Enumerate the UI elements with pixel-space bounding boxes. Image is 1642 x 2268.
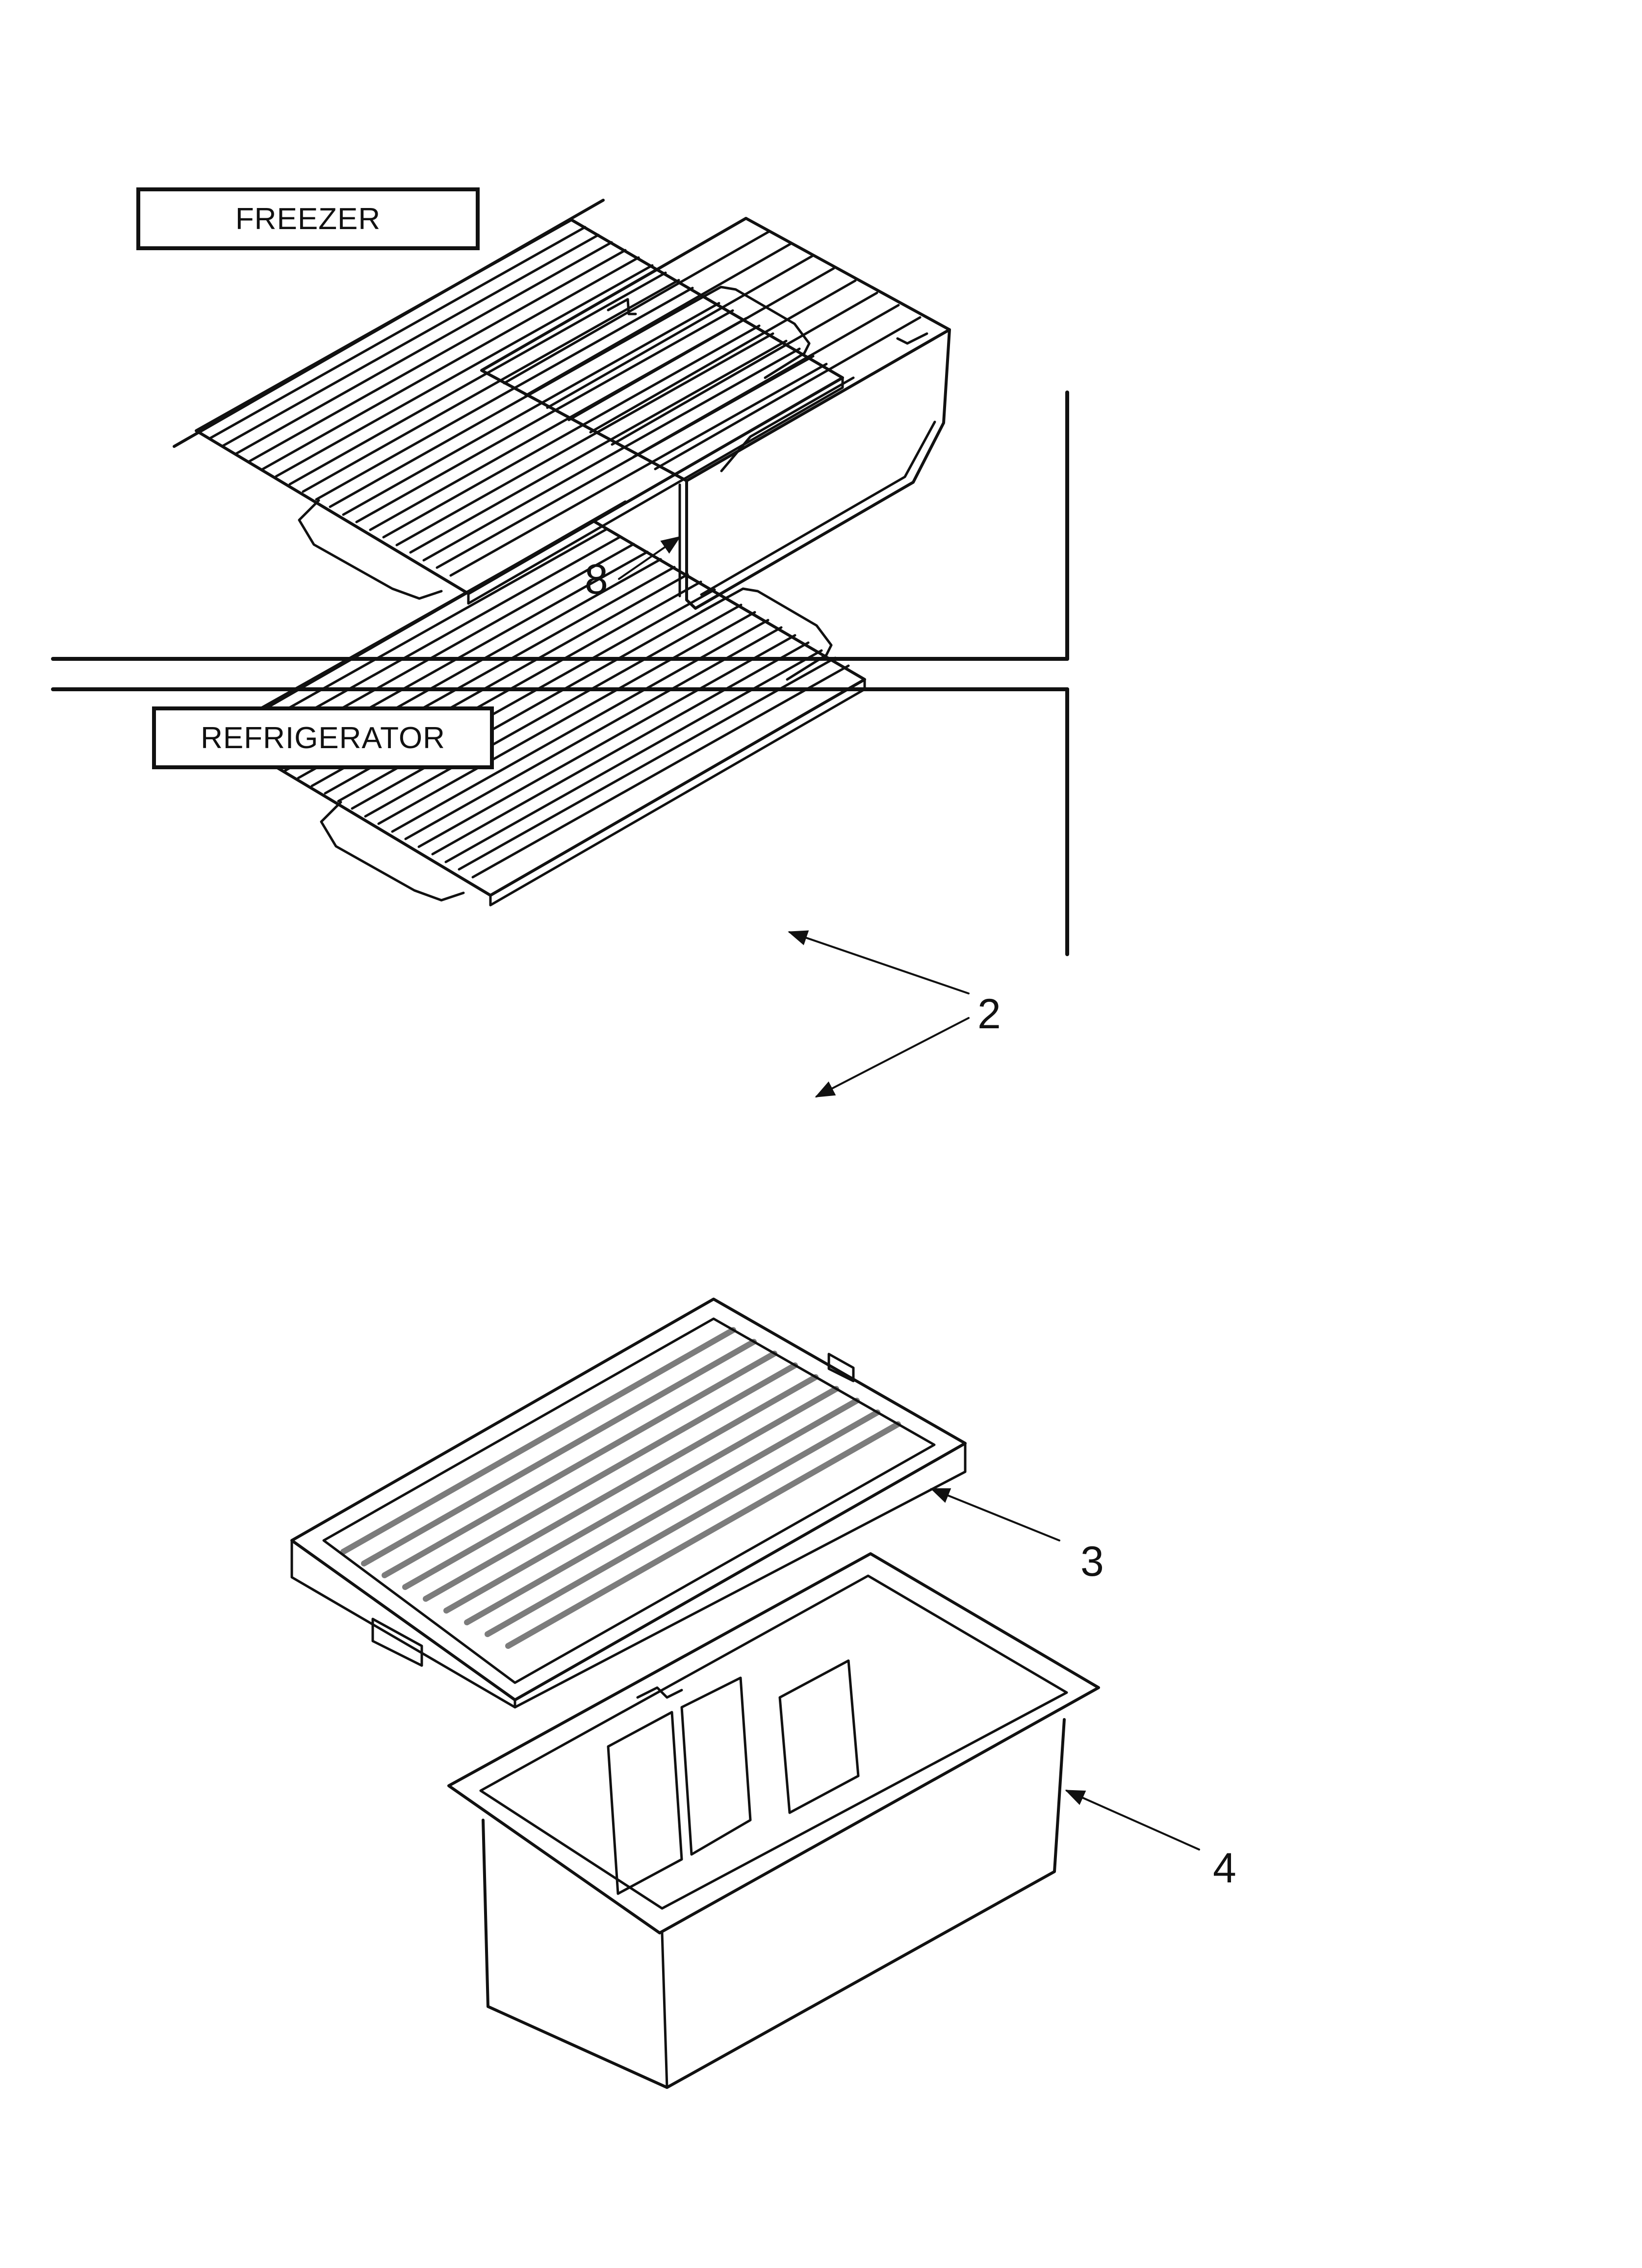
refrigerator-label: REFRIGERATOR	[201, 721, 445, 755]
wire-shelf-upper	[173, 199, 844, 605]
freezer-label-box: FREEZER	[136, 187, 480, 250]
callout-3: 3	[1080, 1538, 1104, 1585]
callout-8: 8	[585, 556, 608, 603]
section-frame-lines	[51, 391, 1069, 956]
callout-4: 4	[1213, 1845, 1236, 1892]
callout-leaders	[618, 536, 1200, 1851]
wire-shelf-lower	[195, 500, 866, 907]
callout-2: 2	[977, 991, 1001, 1038]
refrigerator-label-box: REFRIGERATOR	[152, 706, 494, 769]
freezer-label: FREEZER	[235, 202, 381, 236]
glass-shelf	[290, 1298, 967, 1709]
crisper-bin	[447, 1552, 1100, 2089]
